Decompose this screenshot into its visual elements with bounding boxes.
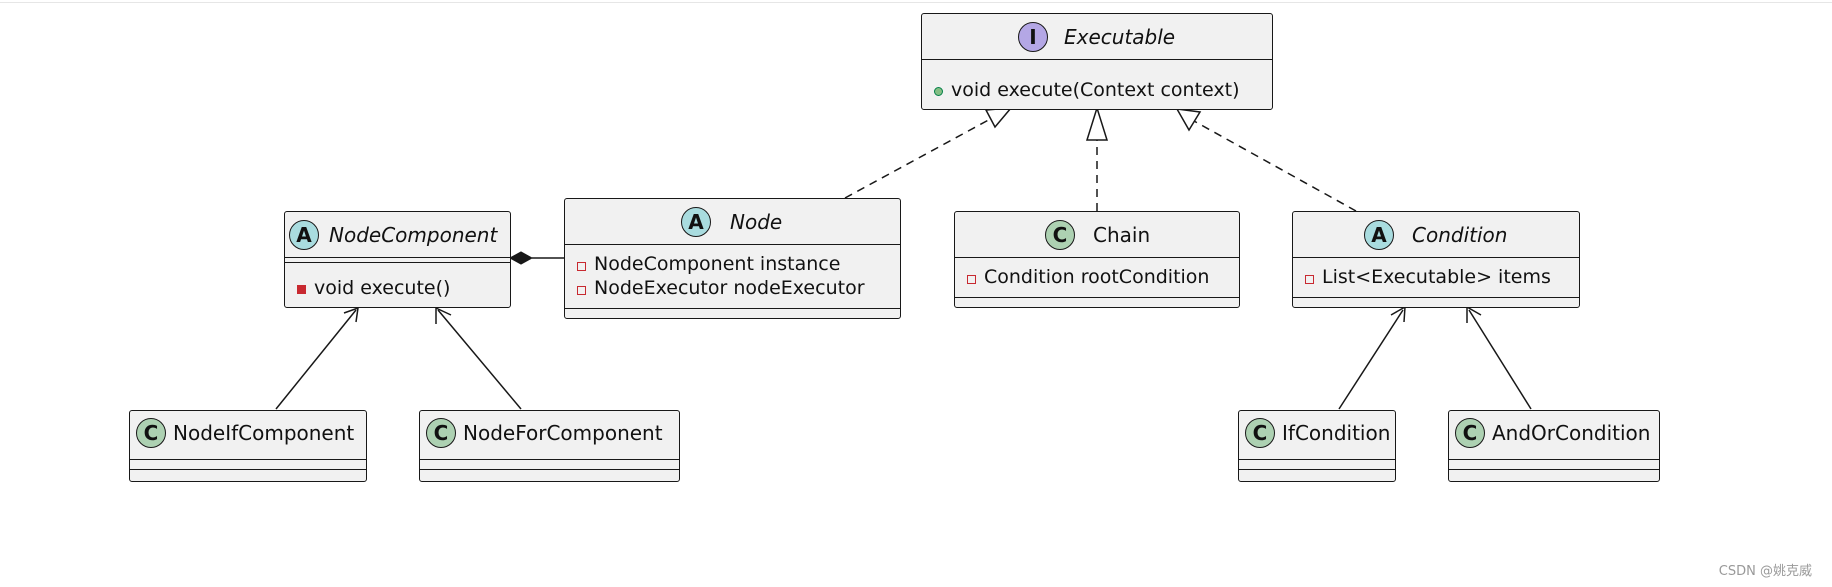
class-chain[interactable]: C Chain Condition rootCondition: [954, 211, 1240, 308]
open-arrowhead: [1390, 305, 1406, 323]
abstract-stereotype-icon: A: [681, 207, 711, 237]
class-node[interactable]: A Node NodeComponent instance NodeExecut…: [564, 198, 901, 319]
section-divider: [420, 469, 679, 470]
open-arrowhead: [435, 306, 452, 324]
hollow-triangle-arrowhead: [984, 107, 1013, 129]
section-divider: [1239, 469, 1395, 470]
class-name: NodeForComponent: [463, 421, 663, 445]
class-node-component[interactable]: A NodeComponent void execute(): [284, 211, 511, 308]
class-name: Chain: [1093, 223, 1151, 247]
edge-nodeif-nodecomponent: [275, 309, 357, 410]
private-field-icon: [967, 275, 976, 284]
member-field: NodeComponent instance: [594, 253, 841, 275]
class-node-if-component[interactable]: C NodeIfComponent: [129, 410, 367, 482]
class-stereotype-icon: C: [136, 418, 166, 448]
class-name: NodeComponent: [329, 223, 498, 247]
section-divider: [1293, 297, 1579, 298]
edge-ifcondition-condition: [1338, 309, 1404, 410]
class-condition[interactable]: A Condition List<Executable> items: [1292, 211, 1580, 308]
section-divider: [285, 257, 510, 258]
edge-andor-condition: [1468, 309, 1532, 410]
private-field-icon: [1305, 275, 1314, 284]
class-stereotype-icon: C: [1245, 418, 1275, 448]
section-divider: [130, 459, 366, 460]
class-name: Executable: [1064, 25, 1176, 49]
member-method: void execute(): [314, 277, 451, 299]
watermark: CSDN @姚克威: [1718, 564, 1812, 579]
section-divider: [955, 297, 1239, 298]
section-divider: [1449, 469, 1659, 470]
hollow-triangle-arrowhead: [1085, 105, 1109, 141]
class-and-or-condition[interactable]: C AndOrCondition: [1448, 410, 1660, 482]
section-divider: [922, 59, 1272, 60]
section-divider: [1293, 257, 1579, 258]
member-field: List<Executable> items: [1322, 266, 1551, 288]
class-node-for-component[interactable]: C NodeForComponent: [419, 410, 680, 482]
abstract-stereotype-icon: A: [289, 220, 319, 250]
section-divider: [565, 244, 900, 245]
class-executable[interactable]: I Executable void execute(Context contex…: [921, 13, 1273, 110]
hollow-triangle-arrowhead: [1175, 108, 1202, 132]
class-stereotype-icon: C: [1455, 418, 1485, 448]
interface-stereotype-icon: I: [1018, 22, 1048, 52]
member-method: void execute(Context context): [951, 79, 1240, 101]
private-method-icon: [297, 285, 306, 294]
section-divider: [1449, 459, 1659, 460]
class-name: NodeIfComponent: [173, 421, 355, 445]
open-arrowhead: [1466, 305, 1482, 323]
private-field-icon: [577, 286, 586, 295]
edge-node-executable: [844, 116, 995, 199]
private-field-icon: [577, 262, 586, 271]
class-name: Condition: [1412, 223, 1508, 247]
section-divider: [285, 262, 510, 263]
class-name: Node: [730, 210, 783, 234]
class-stereotype-icon: C: [1045, 220, 1075, 250]
edge-nodefor-nodecomponent: [437, 309, 522, 410]
member-field: NodeExecutor nodeExecutor: [594, 277, 865, 299]
public-visibility-icon: [934, 87, 943, 96]
filled-diamond: [508, 251, 534, 265]
section-divider: [130, 469, 366, 470]
class-name: AndOrCondition: [1492, 421, 1651, 445]
abstract-stereotype-icon: A: [1364, 220, 1394, 250]
section-divider: [420, 459, 679, 460]
class-name: IfCondition: [1282, 421, 1391, 445]
class-if-condition[interactable]: C IfCondition: [1238, 410, 1396, 482]
member-field: Condition rootCondition: [984, 266, 1210, 288]
open-arrowhead: [343, 306, 359, 323]
top-divider: [0, 2, 1832, 3]
class-stereotype-icon: C: [426, 418, 456, 448]
section-divider: [565, 308, 900, 309]
section-divider: [1239, 459, 1395, 460]
section-divider: [955, 257, 1239, 258]
edge-condition-executable: [1193, 120, 1357, 212]
